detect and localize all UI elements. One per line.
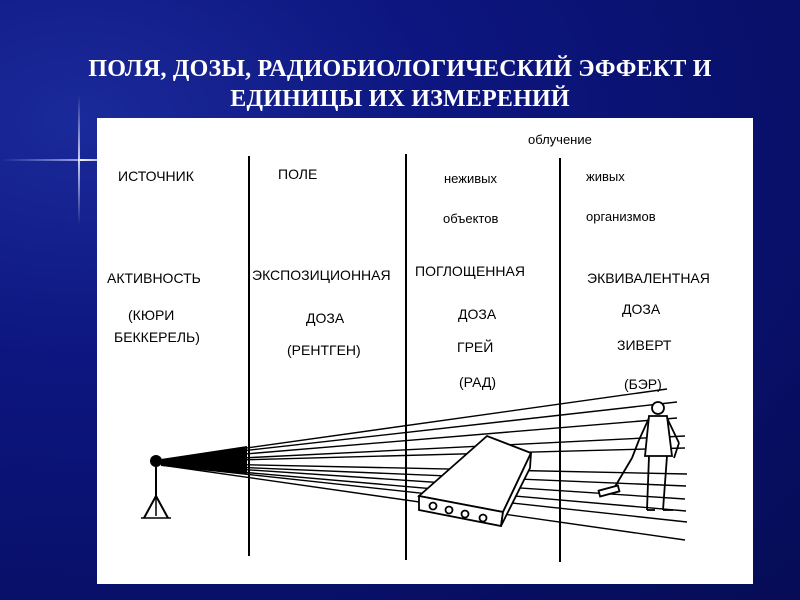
radiation-source-icon xyxy=(141,455,171,519)
label-equivalent-units-1: ЗИВЕРТ xyxy=(617,337,672,353)
label-absorbed-1: ПОГЛОЩЕННАЯ xyxy=(415,263,525,279)
label-equivalent-1: ЭКВИВАЛЕНТНАЯ xyxy=(587,270,710,286)
label-activity-units-1: (КЮРИ xyxy=(128,307,175,323)
label-irradiation: облучение xyxy=(528,132,592,147)
label-absorbed-units-1: ГРЕЙ xyxy=(457,339,494,355)
person-with-detector-icon xyxy=(597,401,680,511)
label-nonliving-2: объектов xyxy=(443,211,499,226)
label-activity-units-2: БЕККЕРЕЛЬ) xyxy=(114,329,200,345)
label-activity: АКТИВНОСТЬ xyxy=(107,270,201,286)
title-line-1: ПОЛЯ, ДОЗЫ, РАДИОБИОЛОГИЧЕСКИЙ ЭФФЕКТ И xyxy=(88,56,712,82)
label-absorbed-units-2: (РАД) xyxy=(459,374,497,390)
label-absorbed-2: ДОЗА xyxy=(458,306,497,322)
diagram-drawing xyxy=(141,154,688,562)
label-equivalent-units-2: (БЭР) xyxy=(624,376,662,392)
label-exposure-units: (РЕНТГЕН) xyxy=(287,342,361,358)
label-equivalent-2: ДОЗА xyxy=(622,301,661,317)
label-nonliving-1: неживых xyxy=(444,171,497,186)
lens-flare-vertical xyxy=(78,95,80,225)
title-line-2: ЕДИНИЦЫ ИХ ИЗМЕРЕНИЙ xyxy=(230,86,570,112)
label-living-1: живых xyxy=(586,169,625,184)
nonliving-object-icon xyxy=(417,434,533,528)
label-source: ИСТОЧНИК xyxy=(118,168,194,184)
radiation-beam xyxy=(160,388,688,541)
label-exposure-2: ДОЗА xyxy=(306,310,345,326)
diagram-panel: облучение ИСТОЧНИК ПОЛЕ неживых объектов… xyxy=(97,118,753,584)
label-exposure-1: ЭКСПОЗИЦИОННАЯ xyxy=(252,267,391,283)
label-field: ПОЛЕ xyxy=(278,166,318,182)
label-living-2: организмов xyxy=(586,209,656,224)
slide-title: ПОЛЯ, ДОЗЫ, РАДИОБИОЛОГИЧЕСКИЙ ЭФФЕКТ И … xyxy=(0,54,800,114)
